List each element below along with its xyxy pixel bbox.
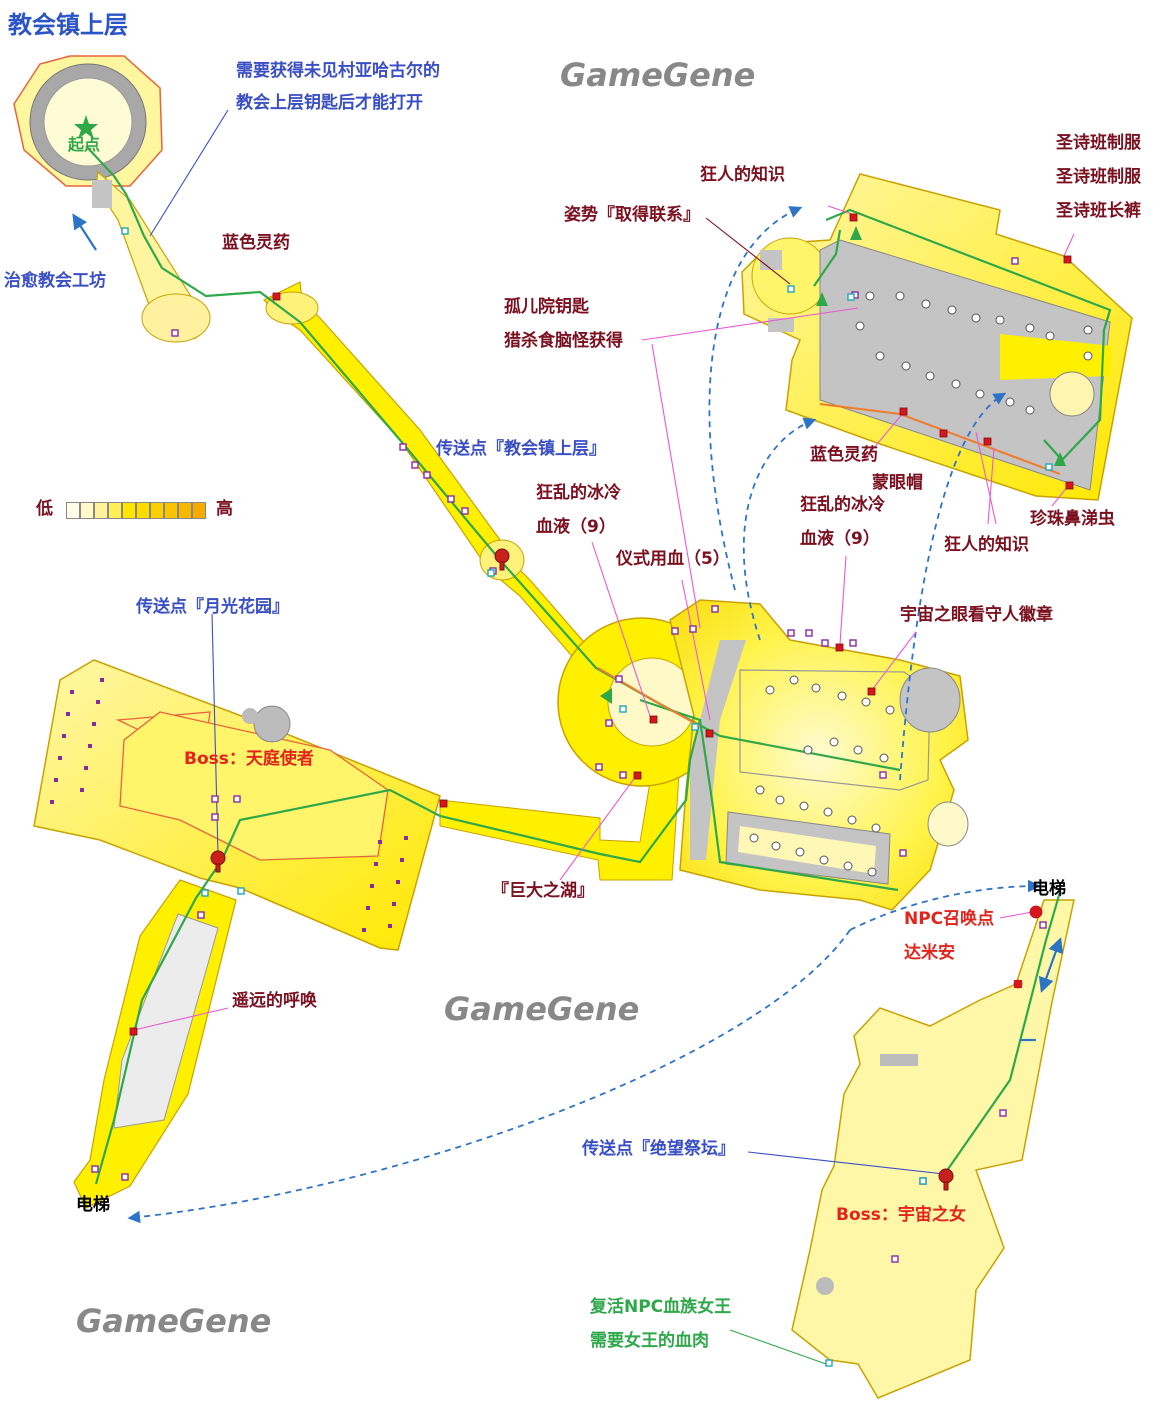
lamp-church-icon [494,548,510,571]
choir-trousers-label: 圣诗班长裤 [1056,201,1141,221]
pillars [749,291,1093,877]
npc-summon-marker [1030,906,1042,918]
legend-swatch [66,502,80,519]
elevator-bottom-label: 电梯 [76,1195,110,1215]
legend-swatch [178,502,192,519]
blue-elixir-label-2: 蓝色灵药 [810,445,878,465]
blindfold-cap-label: 蒙眼帽 [872,473,923,493]
legend-swatch [164,502,178,519]
left-cathedral [33,659,681,951]
lamp-altar-label: 传送点『绝望祭坛』 [582,1139,735,1159]
lamp-moonlight-icon [210,850,226,873]
start-label: 起点 [68,135,101,154]
start-tower [13,55,211,343]
gesture-label: 姿势『取得联系』 [564,205,700,225]
boss-celestial-label: Boss：天庭使者 [184,749,314,769]
start-star-icon [74,115,98,139]
solid-connectors [72,213,1064,1042]
watermark-middle: GameGene [444,990,640,1028]
blue-elixir-label-1: 蓝色灵药 [222,233,290,253]
brainsucker-label: 猎杀食脑怪获得 [504,331,623,351]
checkpoint-markers [121,227,1053,1367]
lamp-church-label: 传送点『教会镇上层』 [436,439,606,459]
choir-attire-label: 圣诗班制服 [1056,133,1141,153]
map-title: 教会镇上层 [8,11,128,39]
legend-high-label: 高 [216,499,233,519]
orphanage-key-label: 孤儿院钥匙 [504,297,589,317]
key-note-line2: 教会上层钥匙后才能打开 [236,93,423,113]
wall-studs [50,678,408,932]
key-note-line1: 需要获得未见村亚哈古尔的 [236,61,440,81]
lamp-altar-icon [938,1168,954,1191]
cosmic-eye-badge-label: 宇宙之眼看守人徽章 [900,605,1053,625]
lamp-moonlight-label: 传送点『月光花园』 [136,597,289,617]
distant-call-label: 遥远的呼唤 [232,991,317,1011]
npc-damian-label: 达米安 [904,943,955,963]
watermark-bottom: GameGene [76,1302,272,1340]
top-right-cathedral [741,173,1133,501]
elevator-top-label: 电梯 [1032,879,1066,899]
legend-swatch [136,502,150,519]
madman-knowledge-label-2: 狂人的知识 [944,535,1029,555]
great-lake-label: 『巨大之湖』 [492,881,594,901]
legend-swatch [122,502,136,519]
boss-cosmos-label: Boss：宇宙之女 [836,1205,966,1225]
workshop-label: 治愈教会工坊 [4,271,106,291]
legend-swatch [192,502,206,519]
legend-low-label: 低 [36,499,53,519]
queen-flesh-label: 需要女王的血肉 [590,1331,709,1351]
lamp-markers [210,548,954,1191]
altar-island [791,899,1075,1399]
direction-arrows [600,226,1066,704]
elevator-marker [1014,980,1022,988]
enemy-markers [91,257,1047,1263]
area-connectors [127,206,1041,1224]
legend-swatch [150,502,164,519]
pearl-slug-label: 珍珠鼻涕虫 [1030,509,1115,529]
watermark-top: GameGene [560,56,756,94]
item-markers [129,213,1074,1036]
npc-summon-label: NPC召唤点 [904,909,995,929]
legend-swatch [108,502,122,519]
legend-swatch [94,502,108,519]
revive-npc-label: 复活NPC血族女王 [590,1297,732,1317]
legend-swatch [80,502,94,519]
frenzied-blood-label-1a: 狂乱的冰冷 [536,483,621,503]
choir-attire-label-2: 圣诗班制服 [1056,167,1141,187]
madman-knowledge-label-1: 狂人的知识 [700,165,785,185]
frenzied-blood-label-2a: 狂乱的冰冷 [800,495,885,515]
frenzied-blood-label-1b: 血液（9） [536,517,616,537]
ritual-blood-label: 仪式用血（5） [616,549,730,569]
leader-lines [133,109,1075,1365]
frenzied-blood-label-2b: 血液（9） [800,529,880,549]
left-corridor [73,879,237,1209]
